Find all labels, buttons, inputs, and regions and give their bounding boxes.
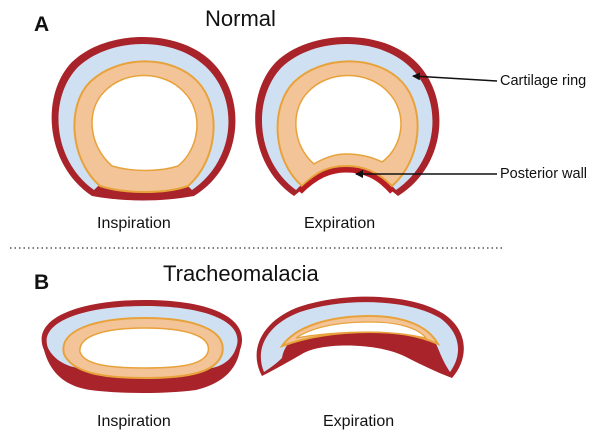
lumen — [92, 76, 197, 171]
normal-expiration-trachea — [255, 37, 439, 196]
malacia-inspiration-trachea — [42, 300, 242, 393]
normal-inspiration-trachea — [52, 37, 236, 201]
malacia-expiration-trachea — [257, 297, 464, 378]
lumen — [296, 76, 401, 165]
lumen — [80, 328, 209, 368]
